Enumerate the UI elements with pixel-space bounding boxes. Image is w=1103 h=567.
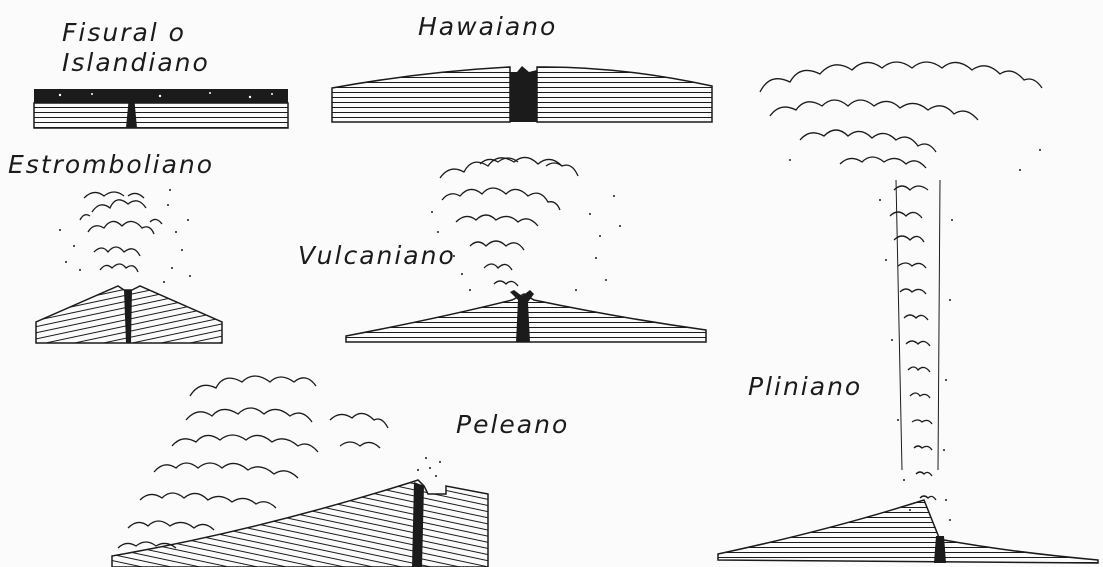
label-hawaiian: Hawaiano: [418, 12, 557, 42]
label-fissural-line2: Islandiano: [62, 48, 210, 78]
strombolian-volcano: [36, 189, 222, 343]
label-strombolian: Estromboliano: [8, 150, 214, 180]
label-fissural-line1: Fisural o: [62, 18, 210, 48]
label-plinian: Pliniano: [748, 372, 862, 402]
plinian-volcano: [718, 62, 1098, 563]
pelean-volcano: [112, 376, 488, 567]
fissural-volcano: [34, 89, 288, 128]
hawaiian-volcano: [332, 66, 712, 122]
label-vulcanian: Vulcaniano: [298, 241, 456, 271]
label-fissural: Fisural o Islandiano: [62, 18, 210, 78]
label-pelean: Peleano: [456, 410, 569, 440]
